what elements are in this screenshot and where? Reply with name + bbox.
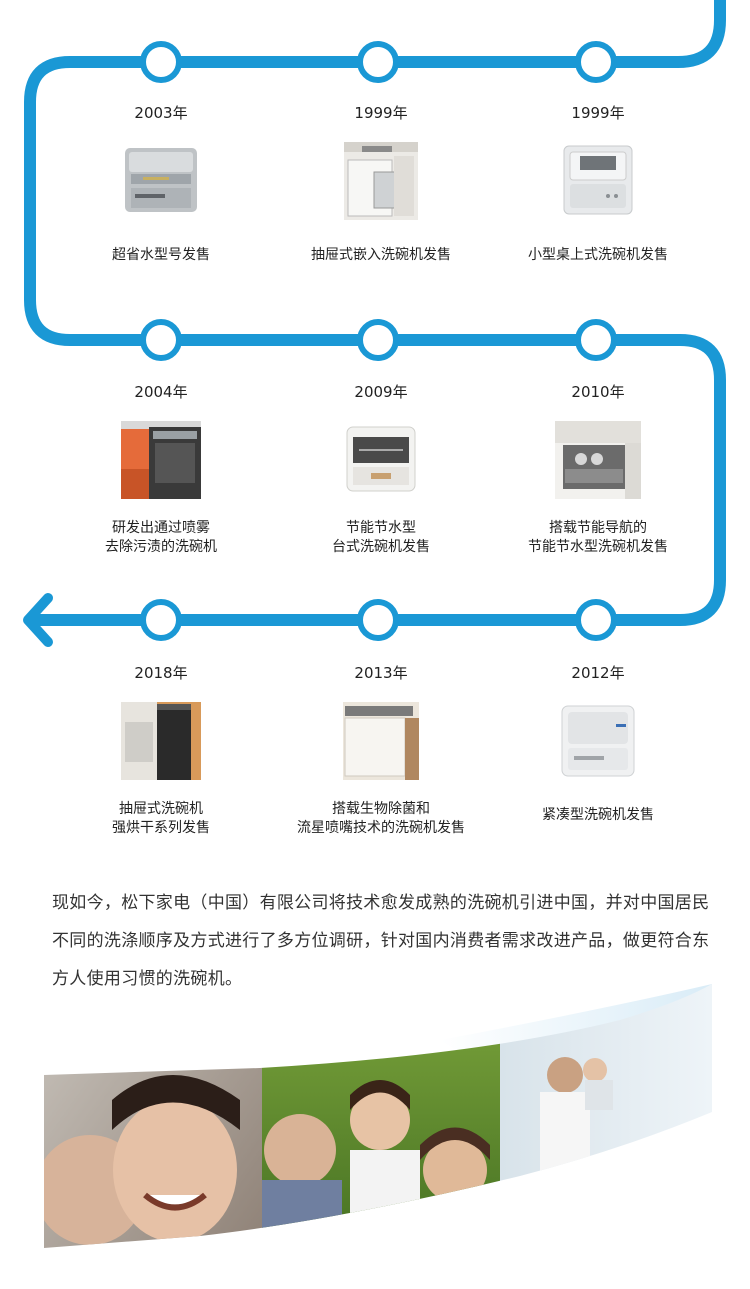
milestone-caption: 节能节水型 台式洗碗机发售: [332, 520, 430, 555]
milestone-1999-compact: 1999年 小型桌上式洗碗机发售: [488, 102, 708, 265]
family-photo-banner: [44, 984, 712, 1248]
black-drawer-dishwasher-icon: [121, 702, 201, 780]
milestone-caption: 小型桌上式洗碗机发售: [528, 247, 668, 263]
milestone-year: 1999年: [354, 104, 408, 122]
milestone-caption: 紧凑型洗碗机发售: [542, 807, 654, 823]
timeline-node: [140, 599, 182, 641]
open-drawer-dishwasher-icon: [555, 421, 641, 499]
countertop-dishwasher-silver-icon: [121, 142, 201, 220]
intro-paragraph: 现如今，松下家电（中国）有限公司将技术愈发成熟的洗碗机引进中国，并对中国居民不同…: [52, 893, 710, 989]
timeline-node: [357, 319, 399, 361]
milestone-year: 2004年: [134, 383, 188, 401]
milestone-year: 2013年: [354, 664, 408, 682]
built-in-dishwasher-orange-kitchen-icon: [121, 421, 201, 499]
countertop-dishwasher-white-icon: [341, 421, 421, 499]
timeline-node: [140, 319, 182, 361]
milestone-caption: 研发出通过喷雾 去除污渍的洗碗机: [105, 520, 217, 555]
white-drawer-dishwasher-icon: [343, 702, 419, 780]
milestone-2010: 2010年 搭载节能导航的 节能节水型洗碗机发售: [488, 381, 708, 557]
milestone-2009: 2009年 节能节水型 台式洗碗机发售: [271, 381, 491, 557]
timeline-node: [357, 599, 399, 641]
milestone-year: 2018年: [134, 664, 188, 682]
milestone-caption: 搭载生物除菌和 流星喷嘴技术的洗碗机发售: [297, 801, 465, 836]
milestone-2018: 2018年 抽屉式洗碗机 强烘干系列发售: [51, 662, 271, 838]
milestone-2003: 2003年 超省水型号发售: [51, 102, 271, 265]
grandparents-with-child-photo: [262, 984, 500, 1248]
milestone-year: 1999年: [571, 104, 625, 122]
timeline-node: [575, 41, 617, 83]
milestone-1999-drawer: 1999年 抽屉式嵌入洗碗机发售: [271, 102, 491, 265]
drawer-dishwasher-icon: [344, 142, 418, 220]
milestone-caption: 搭载节能导航的 节能节水型洗碗机发售: [528, 520, 668, 555]
milestone-year: 2003年: [134, 104, 188, 122]
smiling-girls-photo: [44, 984, 262, 1248]
milestone-caption: 抽屉式洗碗机 强烘干系列发售: [112, 801, 210, 836]
milestone-2012: 2012年 紧凑型洗碗机发售: [488, 662, 708, 825]
arrow-left-icon: [23, 593, 53, 647]
timeline-track: [23, 0, 726, 647]
milestone-caption: 抽屉式嵌入洗碗机发售: [311, 247, 451, 263]
compact-countertop-dishwasher-icon: [558, 142, 638, 220]
compact-dishwasher-white-icon: [558, 702, 638, 780]
timeline-node: [575, 319, 617, 361]
timeline-path: [24, 0, 726, 626]
milestone-2004: 2004年 研发出通过喷雾 去除污渍的洗碗机: [51, 381, 271, 557]
timeline-node: [575, 599, 617, 641]
milestone-year: 2009年: [354, 383, 408, 401]
milestone-2013: 2013年 搭载生物除菌和 流星喷嘴技术的洗碗机发售: [271, 662, 491, 838]
timeline-node: [357, 41, 399, 83]
milestone-caption: 超省水型号发售: [112, 247, 210, 263]
milestone-year: 2010年: [571, 383, 625, 401]
timeline-node: [140, 41, 182, 83]
milestone-year: 2012年: [571, 664, 625, 682]
